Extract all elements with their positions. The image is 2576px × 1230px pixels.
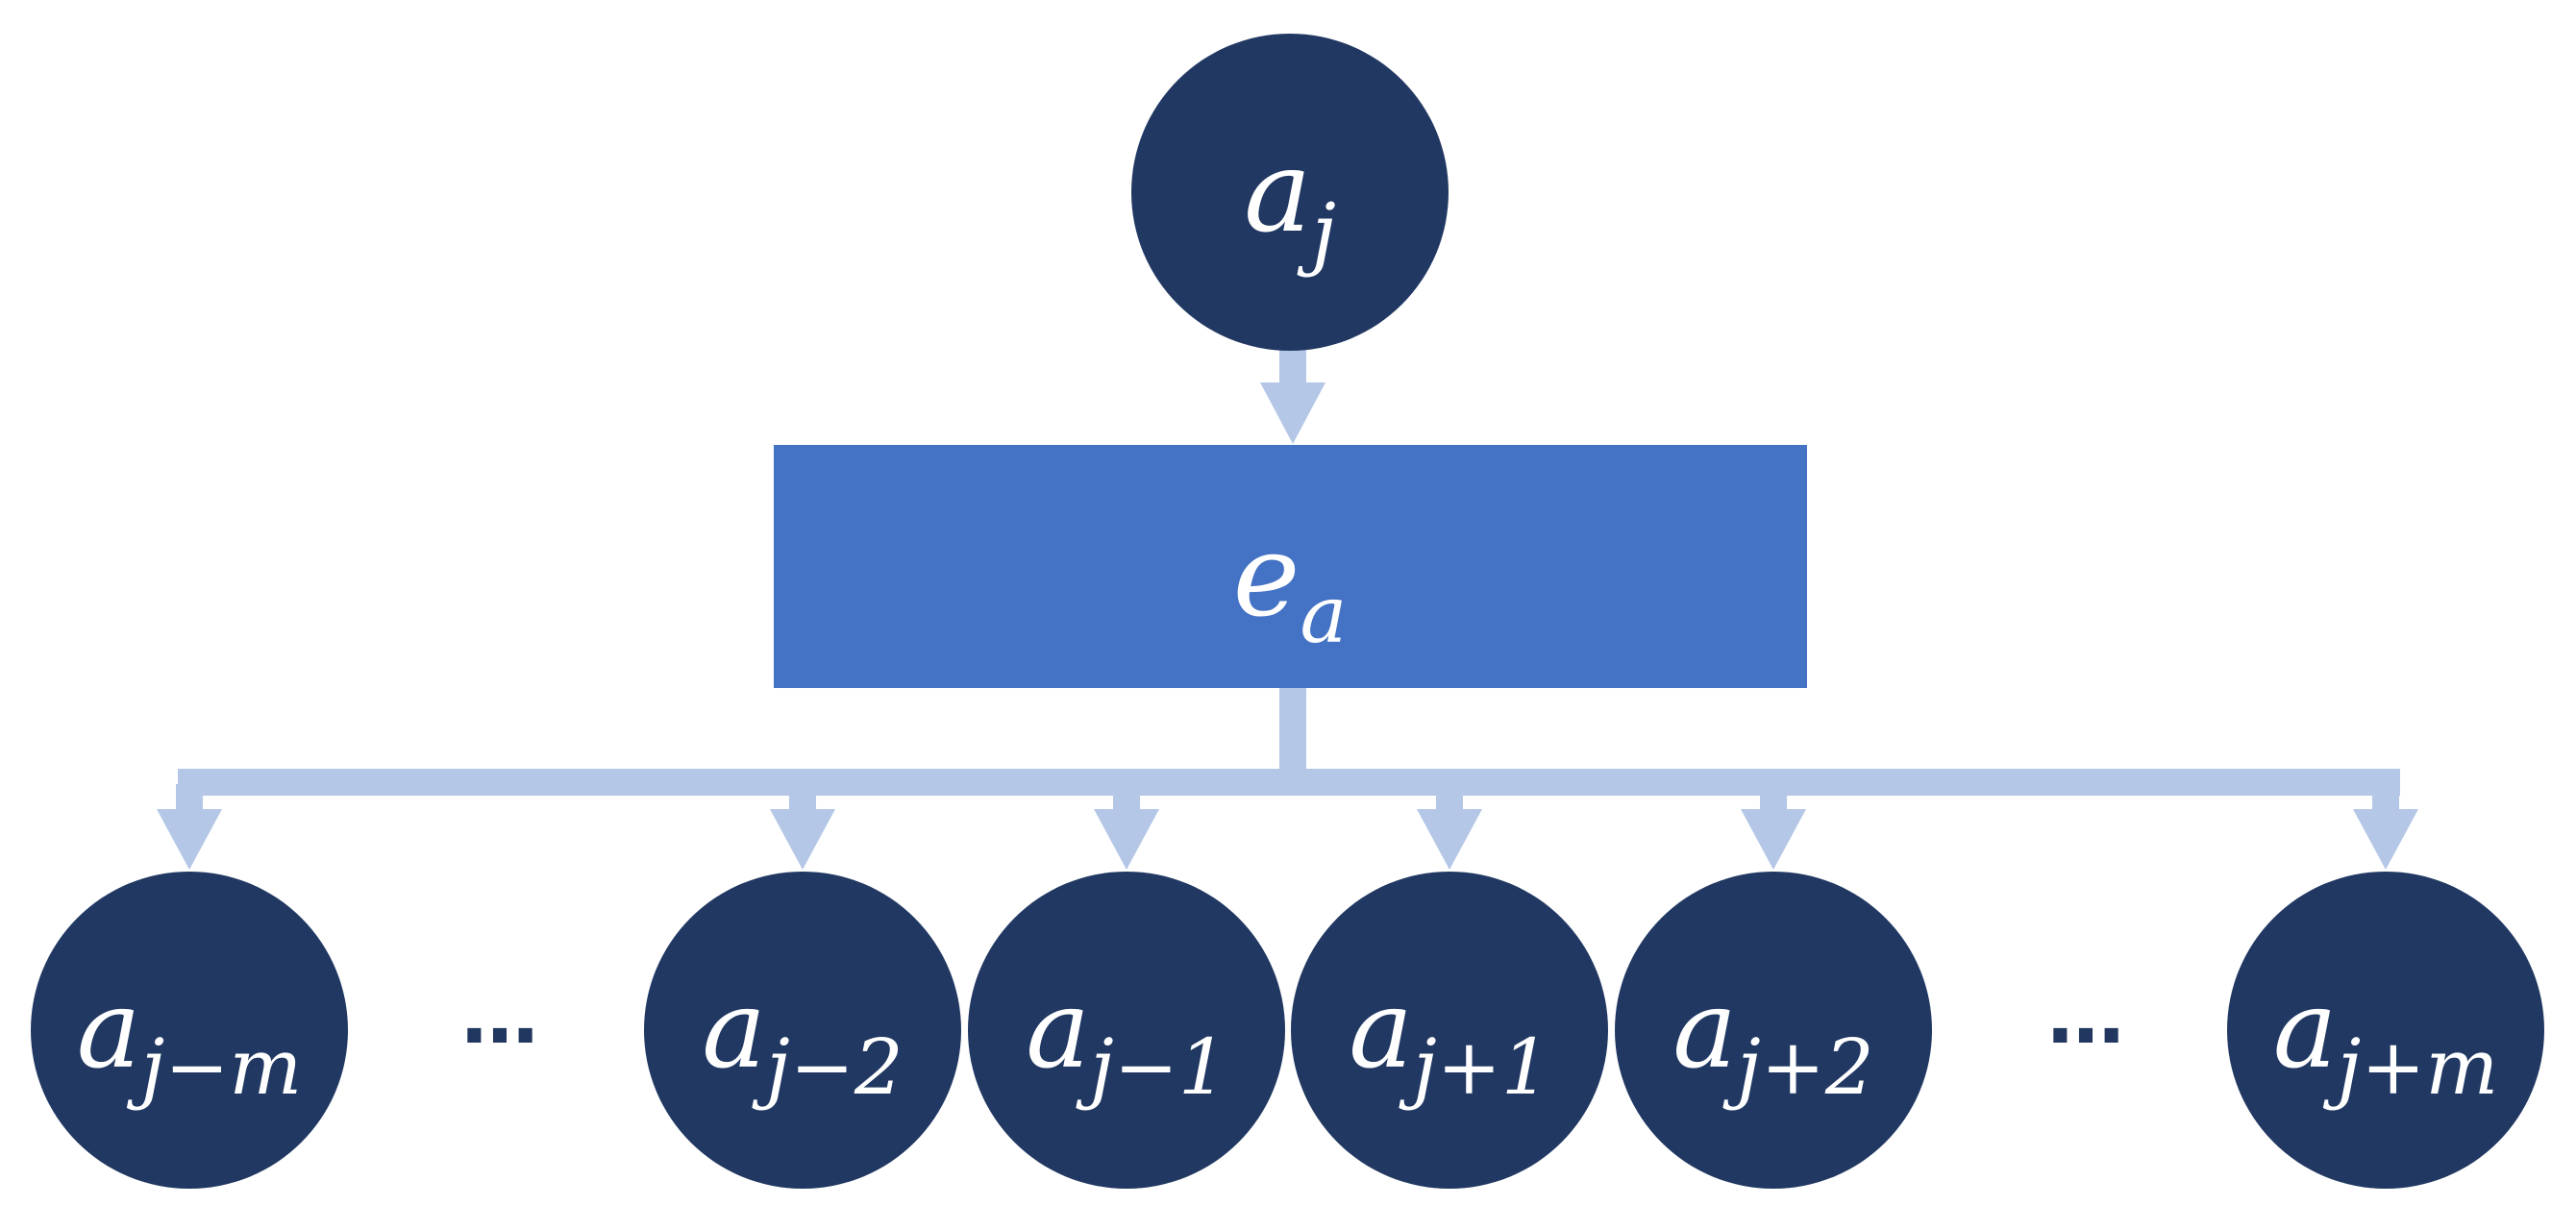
drop-arrow-head-1 [770, 809, 835, 870]
context-node-label-3: aj+1 [1349, 968, 1550, 1112]
embedding-rect [774, 445, 1807, 688]
drop-arrow-head-4 [1741, 809, 1806, 870]
context-node-base-5: a [2273, 968, 2338, 1093]
context-node-sub-5: j+m [2323, 1022, 2499, 1112]
context-node-label-4: aj+2 [1672, 968, 1874, 1112]
context-node-3: aj+1 [1291, 872, 1608, 1189]
context-node-sub-1: j−2 [752, 1022, 904, 1112]
embedding-stem [1279, 688, 1306, 769]
drop-arrow-head-0 [157, 809, 222, 870]
embedding-base: e [1233, 509, 1300, 642]
embedding-box: ea [774, 445, 1807, 688]
context-node-4: aj+2 [1615, 872, 1932, 1189]
embedding-sub: a [1300, 570, 1347, 661]
context-node-base-2: a [1026, 968, 1090, 1093]
top-node: aj [1131, 34, 1449, 351]
context-node-circle-2 [968, 872, 1285, 1189]
top-arrow-head [1260, 382, 1325, 444]
context-node-label-0: aj−m [77, 968, 302, 1112]
embedding-label: ea [1233, 509, 1348, 661]
drop-arrow-head-5 [2353, 809, 2418, 870]
context-node-sub-0: j−m [127, 1022, 303, 1112]
context-node-0: aj−m [31, 872, 348, 1189]
top-node-circle [1131, 34, 1449, 351]
context-node-2: aj−1 [968, 872, 1285, 1189]
context-node-sub-4: j+2 [1722, 1022, 1874, 1112]
context-node-sub-2: j−1 [1076, 1022, 1227, 1112]
context-node-base-1: a [702, 968, 766, 1093]
context-node-base-4: a [1672, 968, 1737, 1093]
context-node-circle-0 [31, 872, 348, 1189]
ellipsis-right: … [2047, 972, 2124, 1061]
distribution-bus-lower [178, 784, 2400, 796]
context-node-label-2: aj−1 [1026, 968, 1227, 1112]
top-node-base: a [1244, 125, 1311, 258]
drop-arrow-head-2 [1094, 809, 1159, 870]
context-node-circle-3 [1291, 872, 1608, 1189]
context-node-base-3: a [1349, 968, 1413, 1093]
context-node-circle-4 [1615, 872, 1932, 1189]
context-node-5: aj+m [2227, 872, 2544, 1189]
context-node-circle-5 [2227, 872, 2544, 1189]
context-node-label-5: aj+m [2273, 968, 2498, 1112]
ellipsis-left: … [461, 972, 538, 1061]
context-node-label-1: aj−2 [702, 968, 904, 1112]
connectors [157, 348, 2418, 870]
context-node-base-0: a [77, 968, 141, 1093]
context-node-circle-1 [644, 872, 961, 1189]
context-node-1: aj−2 [644, 872, 961, 1189]
top-arrow-shaft [1279, 348, 1306, 386]
context-node-sub-3: j+1 [1399, 1022, 1550, 1112]
drop-arrow-head-3 [1417, 809, 1482, 870]
